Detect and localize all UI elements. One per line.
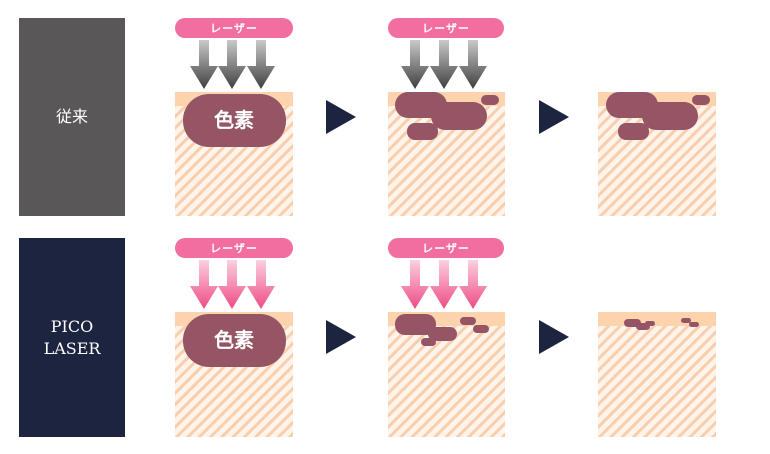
row-label-conventional: 従来 <box>19 18 125 216</box>
row-label-line: 従来 <box>55 107 88 126</box>
skin-panel <box>388 312 505 437</box>
laser-label-pill: レーザー <box>175 238 293 258</box>
pigment-fragment <box>681 318 691 323</box>
pigment-label: 色素 <box>214 328 254 352</box>
skin-panel: 色素 <box>175 312 293 437</box>
row-label-line: PICO <box>50 316 94 336</box>
step-arrow-icon <box>326 100 356 134</box>
pigment-fragment <box>460 317 476 325</box>
pigment-fragment <box>407 123 438 140</box>
step-arrow-icon <box>326 320 356 354</box>
pigment-label: 色素 <box>214 108 254 132</box>
skin-panel <box>388 92 505 216</box>
pigment-fragment <box>395 314 436 335</box>
row-label-pico-laser: PICO LASER <box>19 238 125 437</box>
pigment-fragment <box>692 95 710 105</box>
laser-arrows-pink <box>190 260 275 309</box>
pigment-fragment <box>481 95 499 105</box>
pigment-fragment <box>645 321 655 326</box>
pigment-fragment <box>618 123 649 140</box>
laser-arrows-gray <box>190 40 275 89</box>
laser-label-pill: レーザー <box>175 18 293 38</box>
skin-panel <box>598 312 716 437</box>
laser-arrows-gray <box>401 40 487 89</box>
pigment-fragment <box>689 322 699 327</box>
laser-label-pill: レーザー <box>388 238 504 258</box>
skin-panel: 色素 <box>175 92 293 216</box>
pigment-blob <box>183 94 286 147</box>
pigment-fragment <box>428 327 457 341</box>
pigment-fragment <box>421 338 436 346</box>
pigment-fragment <box>431 102 487 130</box>
laser-arrows-pink <box>401 260 487 309</box>
pigment-fragment <box>642 102 698 130</box>
step-arrow-icon <box>539 100 569 134</box>
laser-label-pill: レーザー <box>388 18 504 38</box>
skin-panel <box>598 92 716 216</box>
pigment-fragment <box>473 325 489 333</box>
row-label-line: LASER <box>43 338 101 358</box>
pigment-blob <box>183 314 286 367</box>
step-arrow-icon <box>539 320 569 354</box>
